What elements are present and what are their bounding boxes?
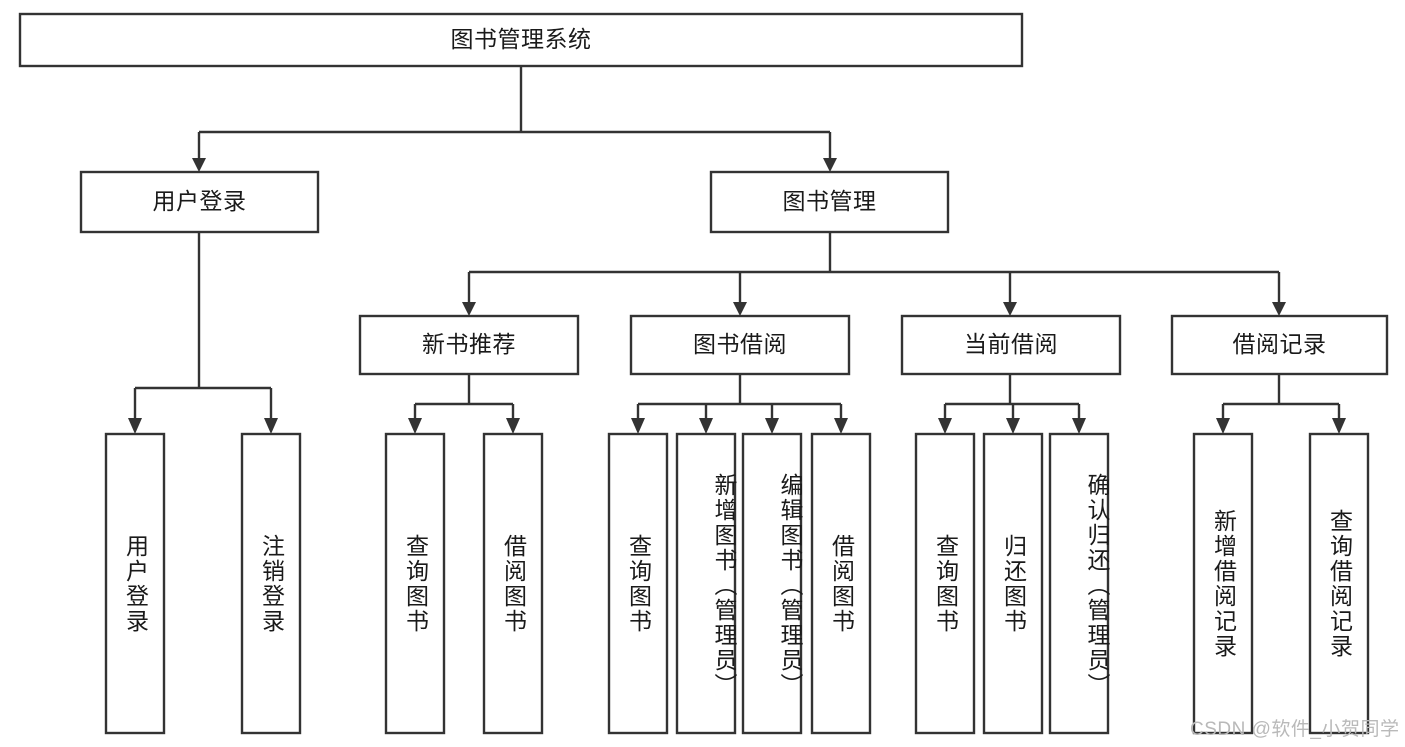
node-box-new-book-recommend[interactable] [358, 314, 580, 376]
node-box-current-borrow[interactable] [900, 314, 1122, 376]
connector-currentborrow-to-leaves [938, 374, 1086, 434]
node-box-borrow-record[interactable] [1170, 314, 1389, 376]
node-box-leaf-query-borrow-record[interactable] [1308, 432, 1370, 735]
node-box-leaf-edit-book[interactable] [741, 432, 803, 735]
node-box-leaf-borrow-book-1[interactable] [482, 432, 544, 735]
node-box-leaf-query-book-2[interactable] [607, 432, 669, 735]
connector-userlogin-to-leaves [128, 232, 278, 434]
node-box-book-management[interactable] [709, 170, 950, 234]
node-box-leaf-query-book-1[interactable] [384, 432, 446, 735]
node-box-leaf-add-book[interactable] [675, 432, 737, 735]
connector-bookmgmt-to-level3 [462, 232, 1286, 316]
node-box-leaf-query-book-3[interactable] [914, 432, 976, 735]
connector-root-to-level2 [192, 66, 837, 172]
node-box-leaf-add-borrow-record[interactable] [1192, 432, 1254, 735]
connector-borrowrecord-to-leaves [1216, 374, 1346, 434]
node-box-user-login[interactable] [79, 170, 320, 234]
node-box-leaf-confirm-return[interactable] [1048, 432, 1110, 735]
node-box-root[interactable] [18, 12, 1024, 68]
connector-newbook-to-leaves [408, 374, 520, 434]
connector-bookborrow-to-leaves [631, 374, 848, 434]
watermark-text: CSDN @软件_小贺同学 [1190, 719, 1400, 740]
node-box-leaf-borrow-book-2[interactable] [810, 432, 872, 735]
node-box-leaf-return-book[interactable] [982, 432, 1044, 735]
node-box-leaf-user-login[interactable] [104, 432, 166, 735]
node-box-book-borrow[interactable] [629, 314, 851, 376]
node-box-leaf-logout[interactable] [240, 432, 302, 735]
